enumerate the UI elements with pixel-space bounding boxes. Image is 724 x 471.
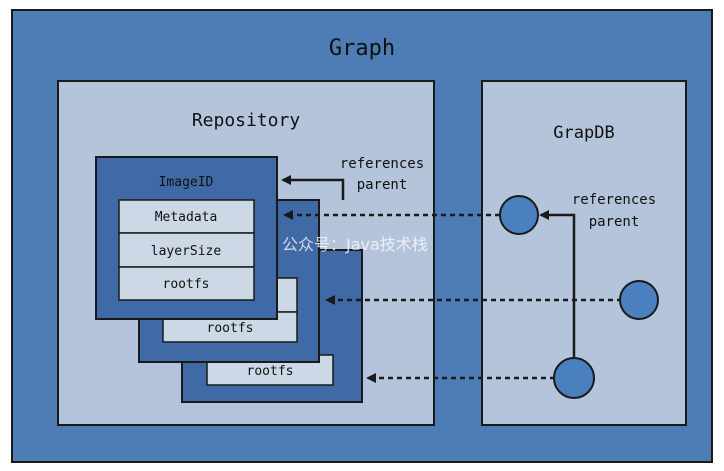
graphdb-arrow-label-line1: references [572, 192, 656, 208]
graphdb-node-2 [619, 280, 659, 320]
graphdb-container [481, 80, 687, 426]
image-card-rootfs-label: rootfs [163, 277, 210, 292]
graphdb-node-3 [553, 357, 595, 399]
image-card-back-2-label: rootfs [247, 364, 294, 379]
repository-title: Repository [192, 110, 301, 131]
graphdb-arrow-label-line2: parent [589, 214, 640, 230]
graphdb-title: GrapDB [553, 123, 614, 143]
image-card-back-1-label: rootfs [207, 321, 254, 336]
image-card-row-layersize [118, 232, 255, 268]
repository-arrow-label-line2: parent [357, 177, 408, 193]
graph-title: Graph [329, 36, 395, 61]
image-card-row-metadata [118, 199, 255, 234]
image-card-layersize-label: layerSize [151, 244, 222, 259]
graphdb-node-1 [499, 195, 539, 235]
watermark-text: 公众号：Java技术栈 [282, 235, 428, 254]
repository-arrow-label-line1: references [340, 156, 424, 172]
graphdb-parent-arrow [539, 210, 576, 358]
image-card-header: ImageID [159, 175, 214, 190]
repository-parent-arrow [281, 175, 345, 200]
image-card-row-rootfs [118, 266, 255, 301]
image-card-metadata-label: Metadata [155, 210, 218, 225]
